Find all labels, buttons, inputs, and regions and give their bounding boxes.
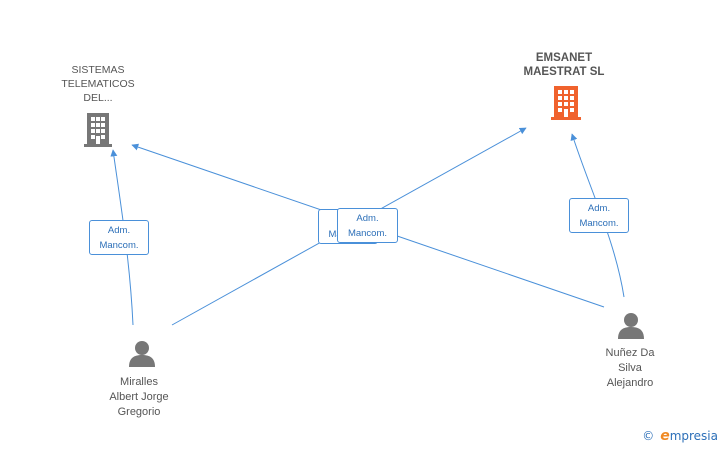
- company-name-line: EMSANET: [535, 52, 593, 64]
- person-label-miralles[interactable]: Miralles Albert Jorge Gregorio: [94, 375, 184, 420]
- person-label-nunez[interactable]: Nuñez Da Silva Alejandro: [590, 346, 670, 391]
- company-name-line: MAESTRAT SL: [523, 66, 605, 78]
- empresia-logo-text: mpresia: [669, 429, 718, 443]
- edge-label-nunez-emsanet[interactable]: Adm. Mancom.: [569, 198, 629, 233]
- company-name-line: DEL...: [83, 92, 113, 104]
- edge-label-line: Mancom.: [99, 240, 139, 251]
- company-label-sistemas[interactable]: SISTEMAS TELEMATICOS DEL...: [48, 63, 148, 105]
- edge-label-miralles-emsanet[interactable]: Adm. Mancom.: [337, 208, 398, 243]
- person-name-line: Albert Jorge: [109, 391, 169, 403]
- person-name-line: Miralles: [120, 376, 158, 388]
- company-label-emsanet[interactable]: EMSANET MAESTRAT SL: [508, 51, 620, 79]
- company-name-line: TELEMATICOS: [61, 78, 135, 90]
- edge-label-line: Mancom.: [347, 228, 388, 239]
- person-icon: [618, 313, 644, 339]
- edge-label-line: Mancom.: [579, 218, 619, 229]
- edge-label-line: Adm.: [356, 213, 379, 224]
- copyright-symbol: ©: [642, 429, 655, 443]
- person-name-line: Alejandro: [606, 377, 654, 389]
- edge-label-miralles-sistemas[interactable]: Adm. Mancom.: [89, 220, 149, 255]
- person-icon: [129, 341, 155, 367]
- empresia-logo-e: e: [660, 428, 670, 444]
- person-name-line: Nuñez Da: [605, 347, 655, 359]
- person-name-line: Gregorio: [117, 406, 161, 418]
- company-name-line: SISTEMAS: [71, 64, 125, 76]
- edge-label-line: Adm.: [587, 203, 611, 214]
- building-icon: [84, 113, 112, 147]
- edge-label-line: Adm.: [107, 225, 131, 236]
- person-name-line: Silva: [618, 362, 642, 374]
- building-icon: [551, 86, 581, 120]
- empresia-watermark: © empresia: [642, 428, 718, 444]
